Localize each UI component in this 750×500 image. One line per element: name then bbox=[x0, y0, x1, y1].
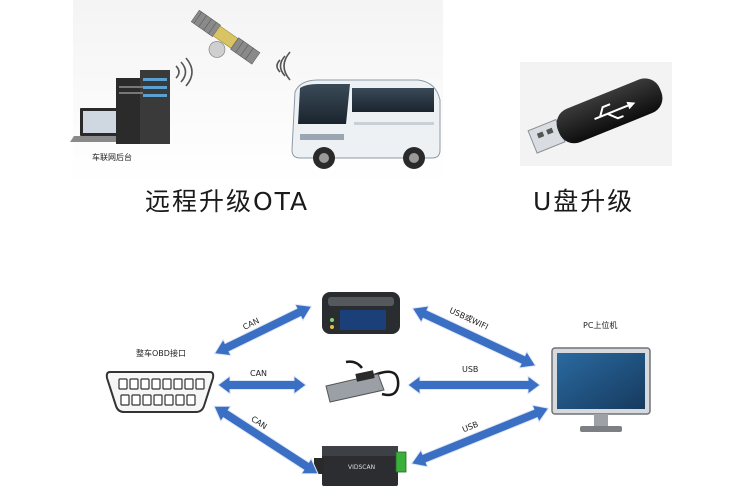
wireless-interface-device-icon bbox=[322, 292, 400, 334]
arrow-wireless-device-to-pc bbox=[411, 305, 537, 369]
connection-diagram: 整车OBD接口 bbox=[105, 292, 651, 486]
usb-caption: U盘升级 bbox=[533, 187, 635, 216]
arrow-cable-adapter-to-pc bbox=[407, 375, 541, 395]
arrow-obd-to-wireless-device bbox=[213, 303, 313, 357]
ota-panel: 车联网后台 bbox=[70, 0, 443, 185]
backend-label: 车联网后台 bbox=[92, 152, 132, 162]
usb-drive-icon bbox=[527, 78, 663, 154]
link-label-left-mid: CAN bbox=[250, 369, 267, 378]
vidscan-brand-label: VIDSCAN bbox=[348, 464, 375, 471]
cable-adapter-icon bbox=[325, 360, 400, 403]
arrow-obd-to-cable-adapter bbox=[217, 375, 307, 395]
arrow-obd-to-vidscan-box bbox=[213, 405, 319, 475]
satellite-icon bbox=[190, 9, 261, 65]
server-icon bbox=[116, 70, 170, 144]
link-label-right-mid: USB bbox=[462, 365, 478, 374]
bus-icon bbox=[291, 79, 441, 169]
laptop-icon bbox=[70, 108, 130, 142]
obd-connector-icon bbox=[105, 371, 215, 413]
pc-monitor-icon bbox=[551, 347, 651, 432]
signal-waves-left-icon bbox=[175, 57, 193, 87]
arrow-vidscan-box-to-pc bbox=[410, 404, 550, 468]
usb-drive-panel bbox=[520, 62, 672, 166]
ota-caption: 远程升级OTA bbox=[145, 187, 310, 216]
pc-label: PC上位机 bbox=[583, 320, 617, 330]
vidscan-box-icon: VIDSCAN bbox=[314, 446, 407, 486]
signal-waves-right-icon bbox=[276, 51, 291, 81]
arrows bbox=[213, 303, 550, 475]
obd-label: 整车OBD接口 bbox=[136, 348, 186, 358]
